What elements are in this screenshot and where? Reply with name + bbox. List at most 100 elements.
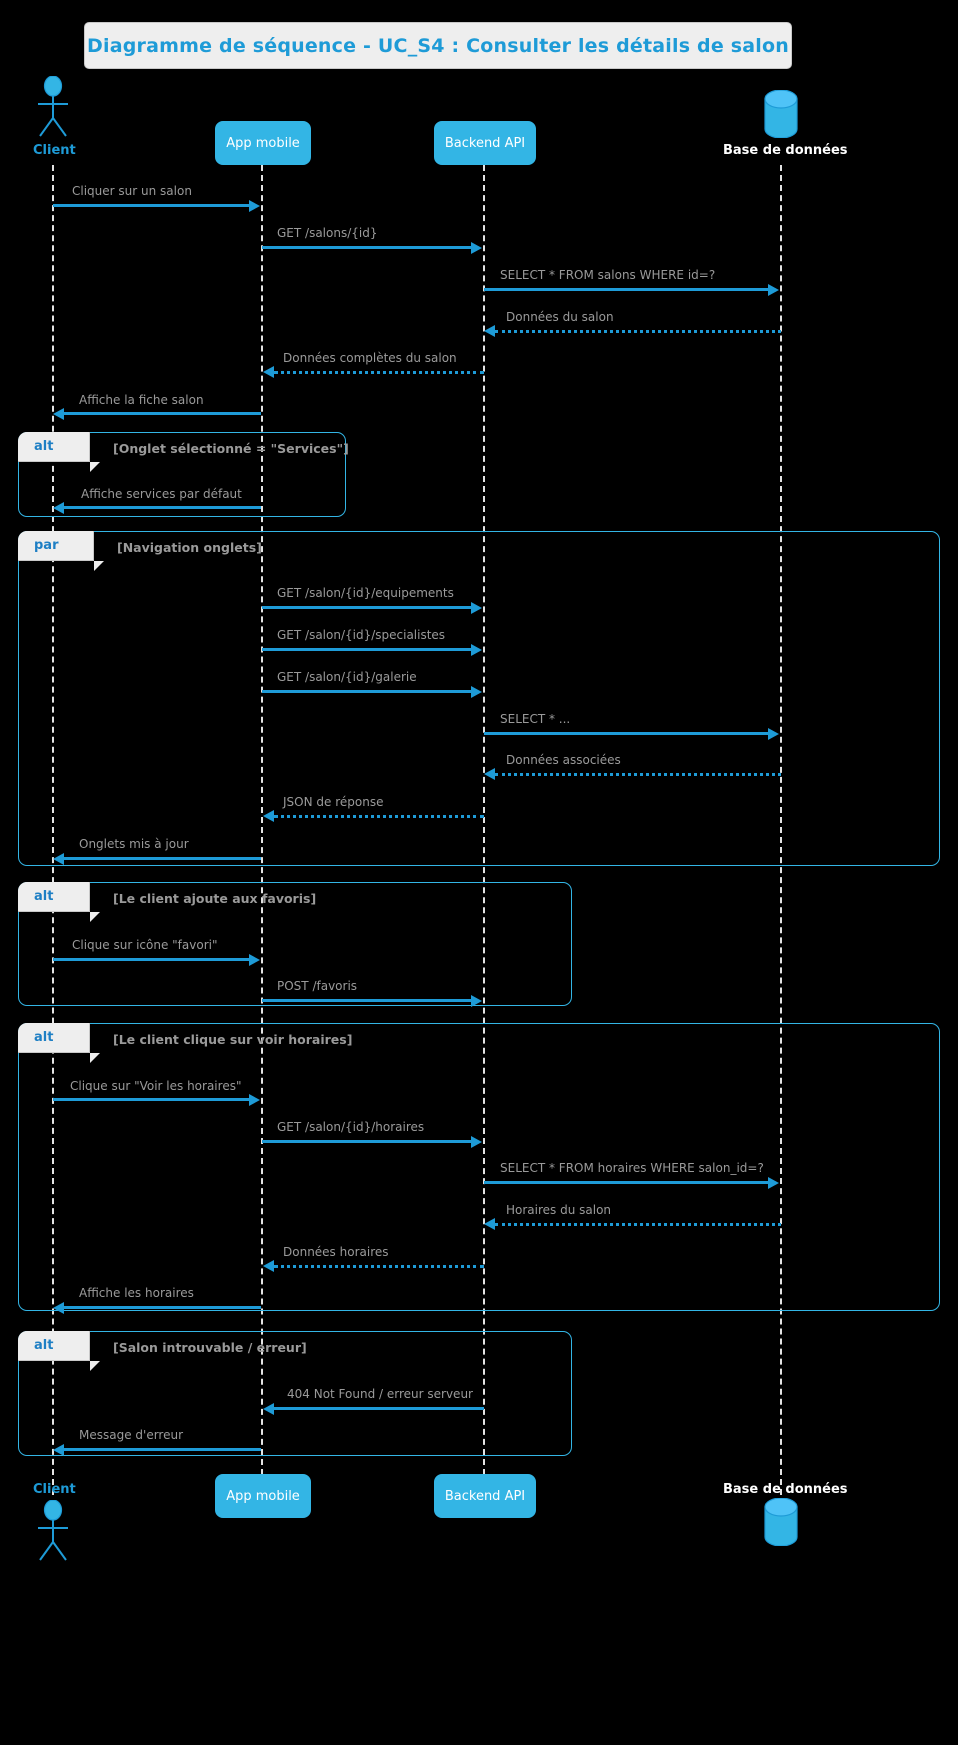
message-arrowhead-m24 bbox=[53, 1443, 64, 1456]
message-label-m20: Horaires du salon bbox=[506, 1203, 612, 1217]
message-label-m19: SELECT * FROM horaires WHERE salon_id=? bbox=[500, 1161, 764, 1175]
message-label-m23: 404 Not Found / erreur serveur bbox=[287, 1387, 473, 1401]
message-arrowhead-m17 bbox=[249, 1093, 260, 1106]
fragment-alt-favoris-condition: [Le client ajoute aux favoris] bbox=[113, 891, 317, 906]
database-cylinder-icon bbox=[764, 1497, 798, 1547]
fragment-alt-services-notch bbox=[90, 462, 100, 472]
actor-client-label-bottom: Client bbox=[33, 1482, 76, 1497]
fragment-alt-erreur-header: alt bbox=[18, 1331, 90, 1361]
message-label-m12: Données associées bbox=[506, 753, 621, 767]
participant-app-mobile-top[interactable]: App mobile bbox=[215, 121, 311, 165]
message-line-m15 bbox=[53, 958, 250, 961]
fragment-alt-favoris bbox=[18, 882, 572, 1006]
message-line-m11 bbox=[484, 732, 769, 735]
message-arrowhead-m16 bbox=[471, 994, 482, 1007]
message-arrowhead-m2 bbox=[471, 241, 482, 254]
message-line-m19 bbox=[484, 1181, 769, 1184]
participant-backend-api-bottom[interactable]: Backend API bbox=[434, 1474, 536, 1518]
message-arrowhead-m23 bbox=[263, 1402, 274, 1415]
participant-app-mobile-bottom[interactable]: App mobile bbox=[215, 1474, 311, 1518]
message-line-m4 bbox=[495, 330, 781, 333]
message-arrowhead-m22 bbox=[53, 1301, 64, 1314]
fragment-alt-horaires-notch bbox=[90, 1053, 100, 1063]
message-label-m17: Clique sur "Voir les horaires" bbox=[70, 1079, 242, 1093]
participant-app-mobile-label-top: App mobile bbox=[226, 135, 300, 151]
message-label-m22: Affiche les horaires bbox=[79, 1286, 194, 1300]
database-label-top: Base de données bbox=[723, 143, 848, 158]
message-arrowhead-m3 bbox=[768, 283, 779, 296]
message-line-m12 bbox=[495, 773, 781, 776]
message-arrowhead-m7 bbox=[53, 501, 64, 514]
fragment-alt-horaires-condition: [Le client clique sur voir horaires] bbox=[113, 1032, 353, 1047]
fragment-alt-favoris-header: alt bbox=[18, 882, 90, 912]
message-label-m8: GET /salon/{id}/equipements bbox=[277, 586, 454, 600]
stick-figure-icon bbox=[38, 1499, 68, 1561]
message-arrowhead-m9 bbox=[471, 643, 482, 656]
lifeline-client bbox=[52, 165, 54, 1495]
message-line-m8 bbox=[262, 606, 472, 609]
message-label-m9: GET /salon/{id}/specialistes bbox=[277, 628, 446, 642]
message-arrowhead-m8 bbox=[471, 601, 482, 614]
actor-client-label-top: Client bbox=[33, 143, 76, 158]
fragment-alt-services-condition: [Onglet sélectionné = "Services"] bbox=[113, 441, 349, 456]
fragment-alt-erreur-condition: [Salon introuvable / erreur] bbox=[113, 1340, 307, 1355]
fragment-par-navigation-notch bbox=[94, 561, 104, 571]
fragment-alt-horaires-header: alt bbox=[18, 1023, 90, 1053]
message-line-m18 bbox=[262, 1140, 472, 1143]
page-title: Diagramme de séquence - UC_S4 : Consulte… bbox=[87, 34, 789, 57]
message-arrowhead-m6 bbox=[53, 407, 64, 420]
message-label-m18: GET /salon/{id}/horaires bbox=[277, 1120, 425, 1134]
message-arrowhead-m20 bbox=[484, 1218, 495, 1230]
message-label-m5: Données complètes du salon bbox=[283, 351, 457, 365]
message-arrowhead-m19 bbox=[768, 1176, 779, 1189]
message-arrowhead-m1 bbox=[249, 199, 260, 212]
lifeline-app bbox=[261, 165, 263, 1475]
fragment-alt-horaires bbox=[18, 1023, 940, 1311]
fragment-par-navigation bbox=[18, 531, 940, 866]
actor-client-bottom bbox=[32, 1499, 74, 1566]
message-arrowhead-m14 bbox=[53, 852, 64, 865]
message-line-m22 bbox=[64, 1306, 261, 1309]
database-icon-top bbox=[764, 89, 798, 142]
fragment-alt-services bbox=[18, 432, 346, 517]
message-arrowhead-m10 bbox=[471, 685, 482, 698]
fragment-alt-erreur-notch bbox=[90, 1361, 100, 1371]
fragment-alt-erreur-type: alt bbox=[34, 1338, 54, 1353]
message-line-m9 bbox=[262, 648, 472, 651]
participant-backend-api-top[interactable]: Backend API bbox=[434, 121, 536, 165]
message-label-m7: Affiche services par défaut bbox=[81, 487, 242, 501]
message-line-m20 bbox=[495, 1223, 781, 1226]
message-line-m17 bbox=[53, 1098, 250, 1101]
lifeline-database bbox=[780, 165, 782, 1495]
fragment-par-navigation-type: par bbox=[34, 538, 59, 553]
fragment-alt-favoris-notch bbox=[90, 912, 100, 922]
participant-backend-api-label-bottom: Backend API bbox=[444, 1488, 526, 1504]
message-arrowhead-m11 bbox=[768, 727, 779, 740]
diagram-title-box: Diagramme de séquence - UC_S4 : Consulte… bbox=[84, 22, 792, 69]
stick-figure-icon bbox=[38, 75, 68, 137]
message-line-m23 bbox=[274, 1407, 484, 1410]
message-line-m6 bbox=[64, 412, 261, 415]
message-label-m4: Données du salon bbox=[506, 310, 614, 324]
message-line-m14 bbox=[64, 857, 261, 860]
message-label-m21: Données horaires bbox=[283, 1245, 389, 1259]
message-line-m3 bbox=[484, 288, 769, 291]
fragment-alt-erreur bbox=[18, 1331, 572, 1456]
message-arrowhead-m13 bbox=[263, 810, 274, 822]
message-line-m10 bbox=[262, 690, 472, 693]
message-label-m16: POST /favoris bbox=[277, 979, 358, 993]
message-label-m1: Cliquer sur un salon bbox=[72, 184, 192, 198]
message-arrowhead-m15 bbox=[249, 953, 260, 966]
message-arrowhead-m21 bbox=[263, 1260, 274, 1272]
message-label-m14: Onglets mis à jour bbox=[79, 837, 189, 851]
message-line-m16 bbox=[262, 999, 472, 1002]
message-arrowhead-m4 bbox=[484, 325, 495, 337]
fragment-par-navigation-condition: [Navigation onglets] bbox=[117, 540, 262, 555]
database-label-bottom: Base de données bbox=[723, 1482, 848, 1497]
message-label-m3: SELECT * FROM salons WHERE id=? bbox=[500, 268, 716, 282]
message-arrowhead-m5 bbox=[263, 366, 274, 378]
fragment-alt-favoris-type: alt bbox=[34, 889, 54, 904]
message-label-m6: Affiche la fiche salon bbox=[79, 393, 204, 407]
message-line-m1 bbox=[53, 204, 250, 207]
